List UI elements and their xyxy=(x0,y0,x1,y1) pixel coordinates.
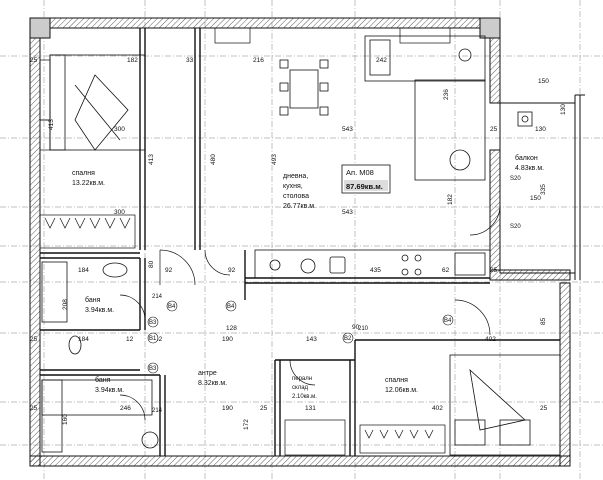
bedroom2-name: спалня xyxy=(385,377,408,384)
balcony-area: 4.83кв.м. xyxy=(515,165,544,172)
apartment-area: 87.69кв.м. xyxy=(346,182,383,191)
dim-mid-543a: 543 xyxy=(342,126,353,133)
tag-b4c: B4 xyxy=(444,318,452,324)
dim-bed-300a: 300 xyxy=(114,126,125,133)
dim-w-25g: 25 xyxy=(490,267,498,274)
dim-left-413b: 413 xyxy=(148,154,155,165)
dim-b-92a: 92 xyxy=(165,267,173,274)
dim-b-160: 160 xyxy=(62,414,69,425)
bath-fixtures xyxy=(41,261,159,453)
dim-b-143: 143 xyxy=(306,336,317,343)
dim-b-128: 128 xyxy=(226,325,237,332)
dim-sofa-236: 236 xyxy=(443,89,450,100)
tag-b3a: B3 xyxy=(149,320,157,326)
apartment-title: Ап. М08 xyxy=(346,168,374,177)
dim-b-62: 62 xyxy=(155,336,163,343)
tag-b3b: B3 xyxy=(149,366,157,372)
balcony-chair-icon xyxy=(517,111,533,127)
dim-b-131: 131 xyxy=(305,405,316,412)
dim-w-25b: 25 xyxy=(490,126,498,133)
dimension-labels: 182 33 216 242 150 300 300 543 543 130 1… xyxy=(30,57,567,430)
laundry-name2: склад xyxy=(292,385,309,391)
dim-b-92b: 92 xyxy=(228,267,236,274)
dim-b-190b: 190 xyxy=(222,405,233,412)
tag-h214a: 214 xyxy=(152,294,163,300)
dim-mid-543b: 543 xyxy=(342,209,353,216)
dim-bal-335: 335 xyxy=(540,184,547,195)
dim-left-413a: 413 xyxy=(48,119,55,130)
bath2-area: 3.94кв.м. xyxy=(95,387,124,394)
kitchen-counter-icon xyxy=(254,249,491,279)
bed-icon xyxy=(49,54,146,151)
dim-w-25f: 25 xyxy=(540,405,548,412)
tag-b1: B1 xyxy=(149,336,157,342)
tag-s320a: S20 xyxy=(510,176,521,182)
entry-area: 8.32кв.м. xyxy=(198,380,227,387)
laundry-area: 2.10кв.м. xyxy=(292,394,317,400)
dim-bal-130a: 130 xyxy=(535,126,546,133)
living-area: 26.77кв.м. xyxy=(283,203,316,210)
living-name3: столова xyxy=(283,193,309,200)
tag-h214b: 214 xyxy=(152,408,163,414)
dim-top-33: 33 xyxy=(186,57,194,64)
bed2-icon xyxy=(449,354,561,456)
bedroom2-area: 12.06кв.м. xyxy=(385,387,418,394)
dim-top-182: 182 xyxy=(127,57,138,64)
dim-b-12: 12 xyxy=(126,336,134,343)
dim-b-85: 85 xyxy=(540,317,547,325)
dim-w-25a: 25 xyxy=(30,57,38,64)
wardrobe-icon xyxy=(39,214,136,249)
dim-b-208: 208 xyxy=(62,299,69,310)
bath1-area: 3.94кв.м. xyxy=(85,307,114,314)
dim-kit-435: 435 xyxy=(370,267,381,274)
dim-b-402a: 402 xyxy=(485,336,496,343)
laundry-name1: пералн xyxy=(292,376,312,382)
bedroom1-name: спалня xyxy=(72,170,95,177)
apartment-label-box: Ап. М08 87.69кв.м. xyxy=(341,164,391,194)
dim-b-190a: 190 xyxy=(222,336,233,343)
bath2-name: баня xyxy=(95,376,111,384)
tag-b4a: B4 xyxy=(168,304,176,310)
door-tags: B4 B4 B3 B1 B3 B2 B4 214 214 210 S20 S20 xyxy=(147,176,521,414)
tag-b2: B2 xyxy=(344,336,352,342)
dim-top-216: 216 xyxy=(253,57,264,64)
dim-bed-300b: 300 xyxy=(114,209,125,216)
wardrobe2-icon xyxy=(284,419,446,456)
balcony-outline xyxy=(499,94,585,280)
dim-w-25d: 25 xyxy=(30,405,38,412)
balcony-name: балкон xyxy=(515,154,538,162)
dim-bal-130b: 130 xyxy=(560,104,567,115)
living-name2: кухня, xyxy=(283,183,303,190)
dim-b-402b: 402 xyxy=(432,405,443,412)
tag-s320b: S20 xyxy=(510,224,521,230)
dim-b-184b: 184 xyxy=(78,336,89,343)
living-name1: дневна, xyxy=(283,173,308,180)
dim-top-150: 150 xyxy=(538,78,549,85)
dim-sofa-182: 182 xyxy=(447,194,454,205)
dim-bal-150: 150 xyxy=(530,195,541,202)
tag-h210: 210 xyxy=(358,326,369,332)
outer-walls xyxy=(29,17,571,467)
dim-b-90: 90 xyxy=(352,324,360,331)
entry-name: антре xyxy=(198,370,217,377)
window-icon xyxy=(39,27,451,151)
dim-b-246: 246 xyxy=(120,405,131,412)
dim-b-184a: 184 xyxy=(78,267,89,274)
dim-mid-480: 480 xyxy=(210,154,217,165)
dim-top-242: 242 xyxy=(376,57,387,64)
dim-kit-62: 62 xyxy=(442,267,450,274)
door-swings xyxy=(119,204,501,421)
tag-b4b: B4 xyxy=(227,304,235,310)
bath1-name: баня xyxy=(85,296,101,304)
bedroom1-area: 13.22кв.м. xyxy=(72,180,105,187)
dim-w-25c: 25 xyxy=(30,336,38,343)
dim-w-25e: 25 xyxy=(260,405,268,412)
dim-b-80: 80 xyxy=(148,260,155,268)
dim-mid-493: 493 xyxy=(271,154,278,165)
dim-b-172: 172 xyxy=(243,419,250,430)
dining-table-icon xyxy=(279,59,329,116)
sofa-icon xyxy=(364,35,486,181)
